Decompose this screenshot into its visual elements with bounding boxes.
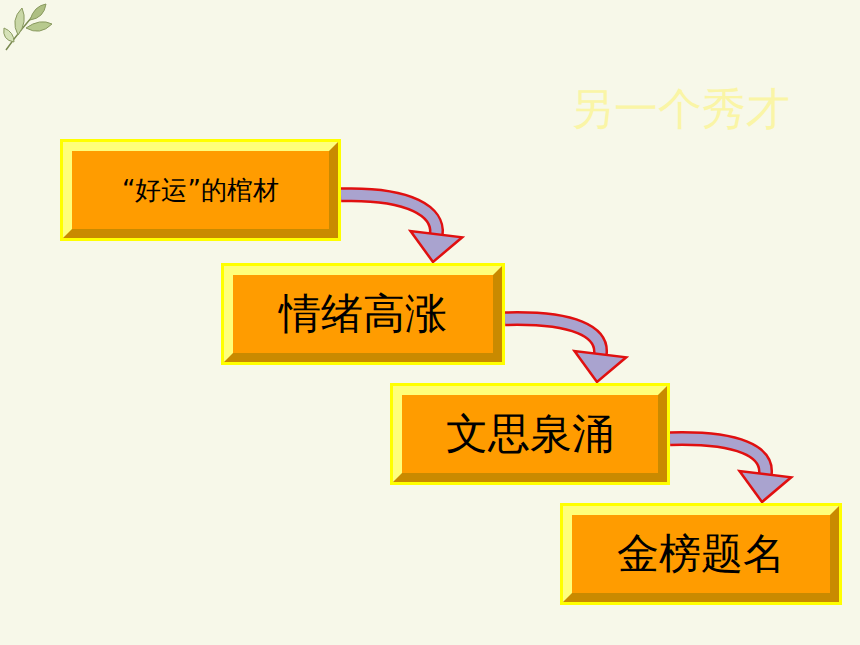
curved-arrow — [341, 195, 462, 262]
watermark-text: 另一个秀才 — [570, 80, 790, 139]
process-box: 文思泉涌 — [393, 386, 667, 482]
box-text: 文思泉涌 — [446, 411, 614, 457]
process-box: “好运”的棺材 — [63, 142, 338, 238]
curved-arrow — [505, 319, 626, 382]
curved-arrow — [670, 439, 791, 502]
leaf-ornament — [0, 0, 60, 60]
box-text: 情绪高涨 — [279, 291, 447, 337]
box-text: 金榜题名 — [617, 531, 785, 577]
box-text: “好运”的棺材 — [122, 176, 279, 205]
process-box: 金榜题名 — [563, 506, 839, 602]
process-box: 情绪高涨 — [224, 266, 502, 362]
